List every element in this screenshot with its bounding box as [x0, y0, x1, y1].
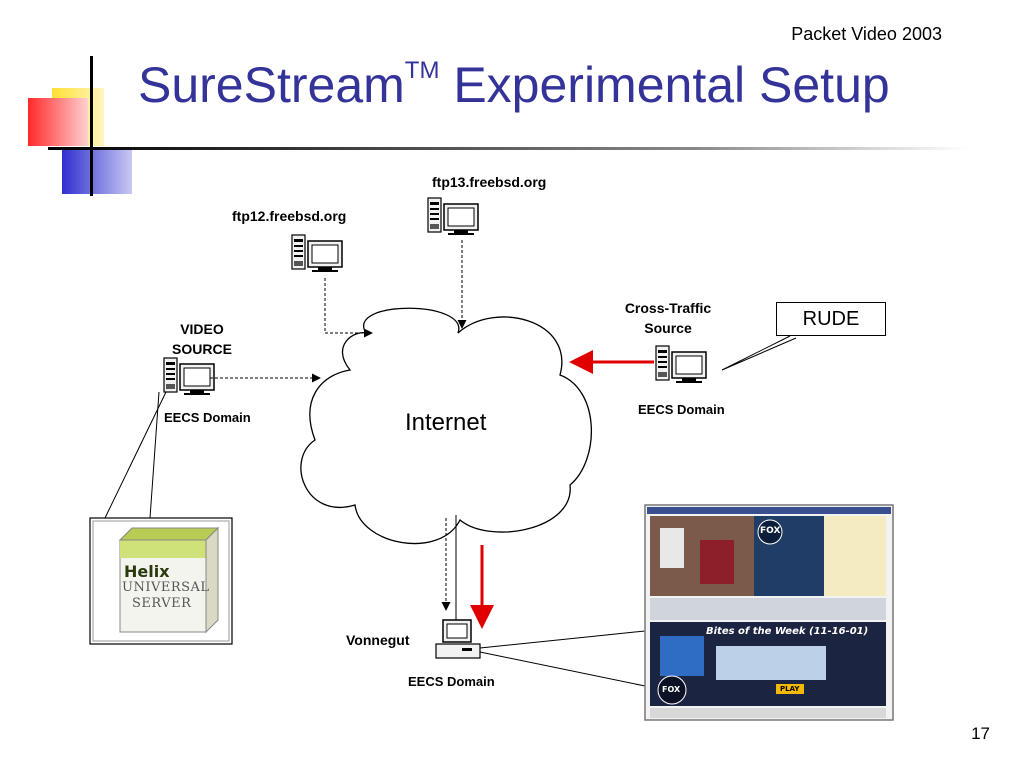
ftp12-computer-icon [291, 234, 343, 273]
video-source-computer-icon [163, 357, 215, 396]
ftp12-flow-arrow [324, 278, 373, 338]
screenshot-brand: FOX [760, 526, 781, 536]
helix-universal-text: UNIVERSAL [122, 580, 210, 595]
screenshot-brand-2: FOX [662, 685, 681, 694]
player-screenshot [644, 504, 894, 721]
helix-callout-line [104, 391, 167, 519]
header-note: Packet Video 2003 [791, 24, 942, 44]
internet-cloud [300, 307, 593, 545]
video-source-label-line2: SOURCE [172, 341, 232, 357]
rude-callout: RUDE [776, 302, 886, 336]
screenshot-callout-line-2 [479, 651, 646, 687]
cross-domain-label: EECS Domain [638, 402, 725, 417]
vonnegut-computer-icon [435, 619, 481, 659]
cross-traffic-label-line1: Cross-Traffic [624, 300, 712, 316]
screenshot-heading: Bites of the Week (11-16-01) [706, 626, 869, 637]
internet-label: Internet [405, 409, 487, 436]
ftp12-label: ftp12.freebsd.org [232, 208, 347, 224]
page-number: 17 [971, 724, 990, 743]
cross-traffic-label-line2: Source [644, 320, 692, 336]
video-source-label-line1: VIDEO [180, 321, 224, 337]
screenshot-callout-line [479, 630, 646, 649]
vonnegut-label: Vonnegut [346, 632, 410, 648]
video-domain-label: EECS Domain [164, 410, 251, 425]
ftp13-label: ftp13.freebsd.org [432, 174, 547, 190]
vonnegut-domain-label: EECS Domain [408, 674, 495, 689]
rude-callout-pointer [721, 335, 797, 371]
cross-traffic-computer-icon [655, 345, 707, 384]
helix-product-box [89, 517, 233, 645]
helix-server-text: SERVER [132, 596, 192, 611]
title-trademark: TM [404, 57, 440, 84]
screenshot-play-button: PLAY [780, 685, 800, 693]
slide-title: SureStreamTM Experimental Setup [138, 56, 890, 114]
ftp13-computer-icon [427, 197, 479, 236]
title-rest: Experimental Setup [439, 57, 890, 113]
helix-callout-line-2 [149, 391, 160, 519]
helix-logo-text: Helix [124, 562, 170, 581]
title-main: SureStream [138, 57, 405, 113]
